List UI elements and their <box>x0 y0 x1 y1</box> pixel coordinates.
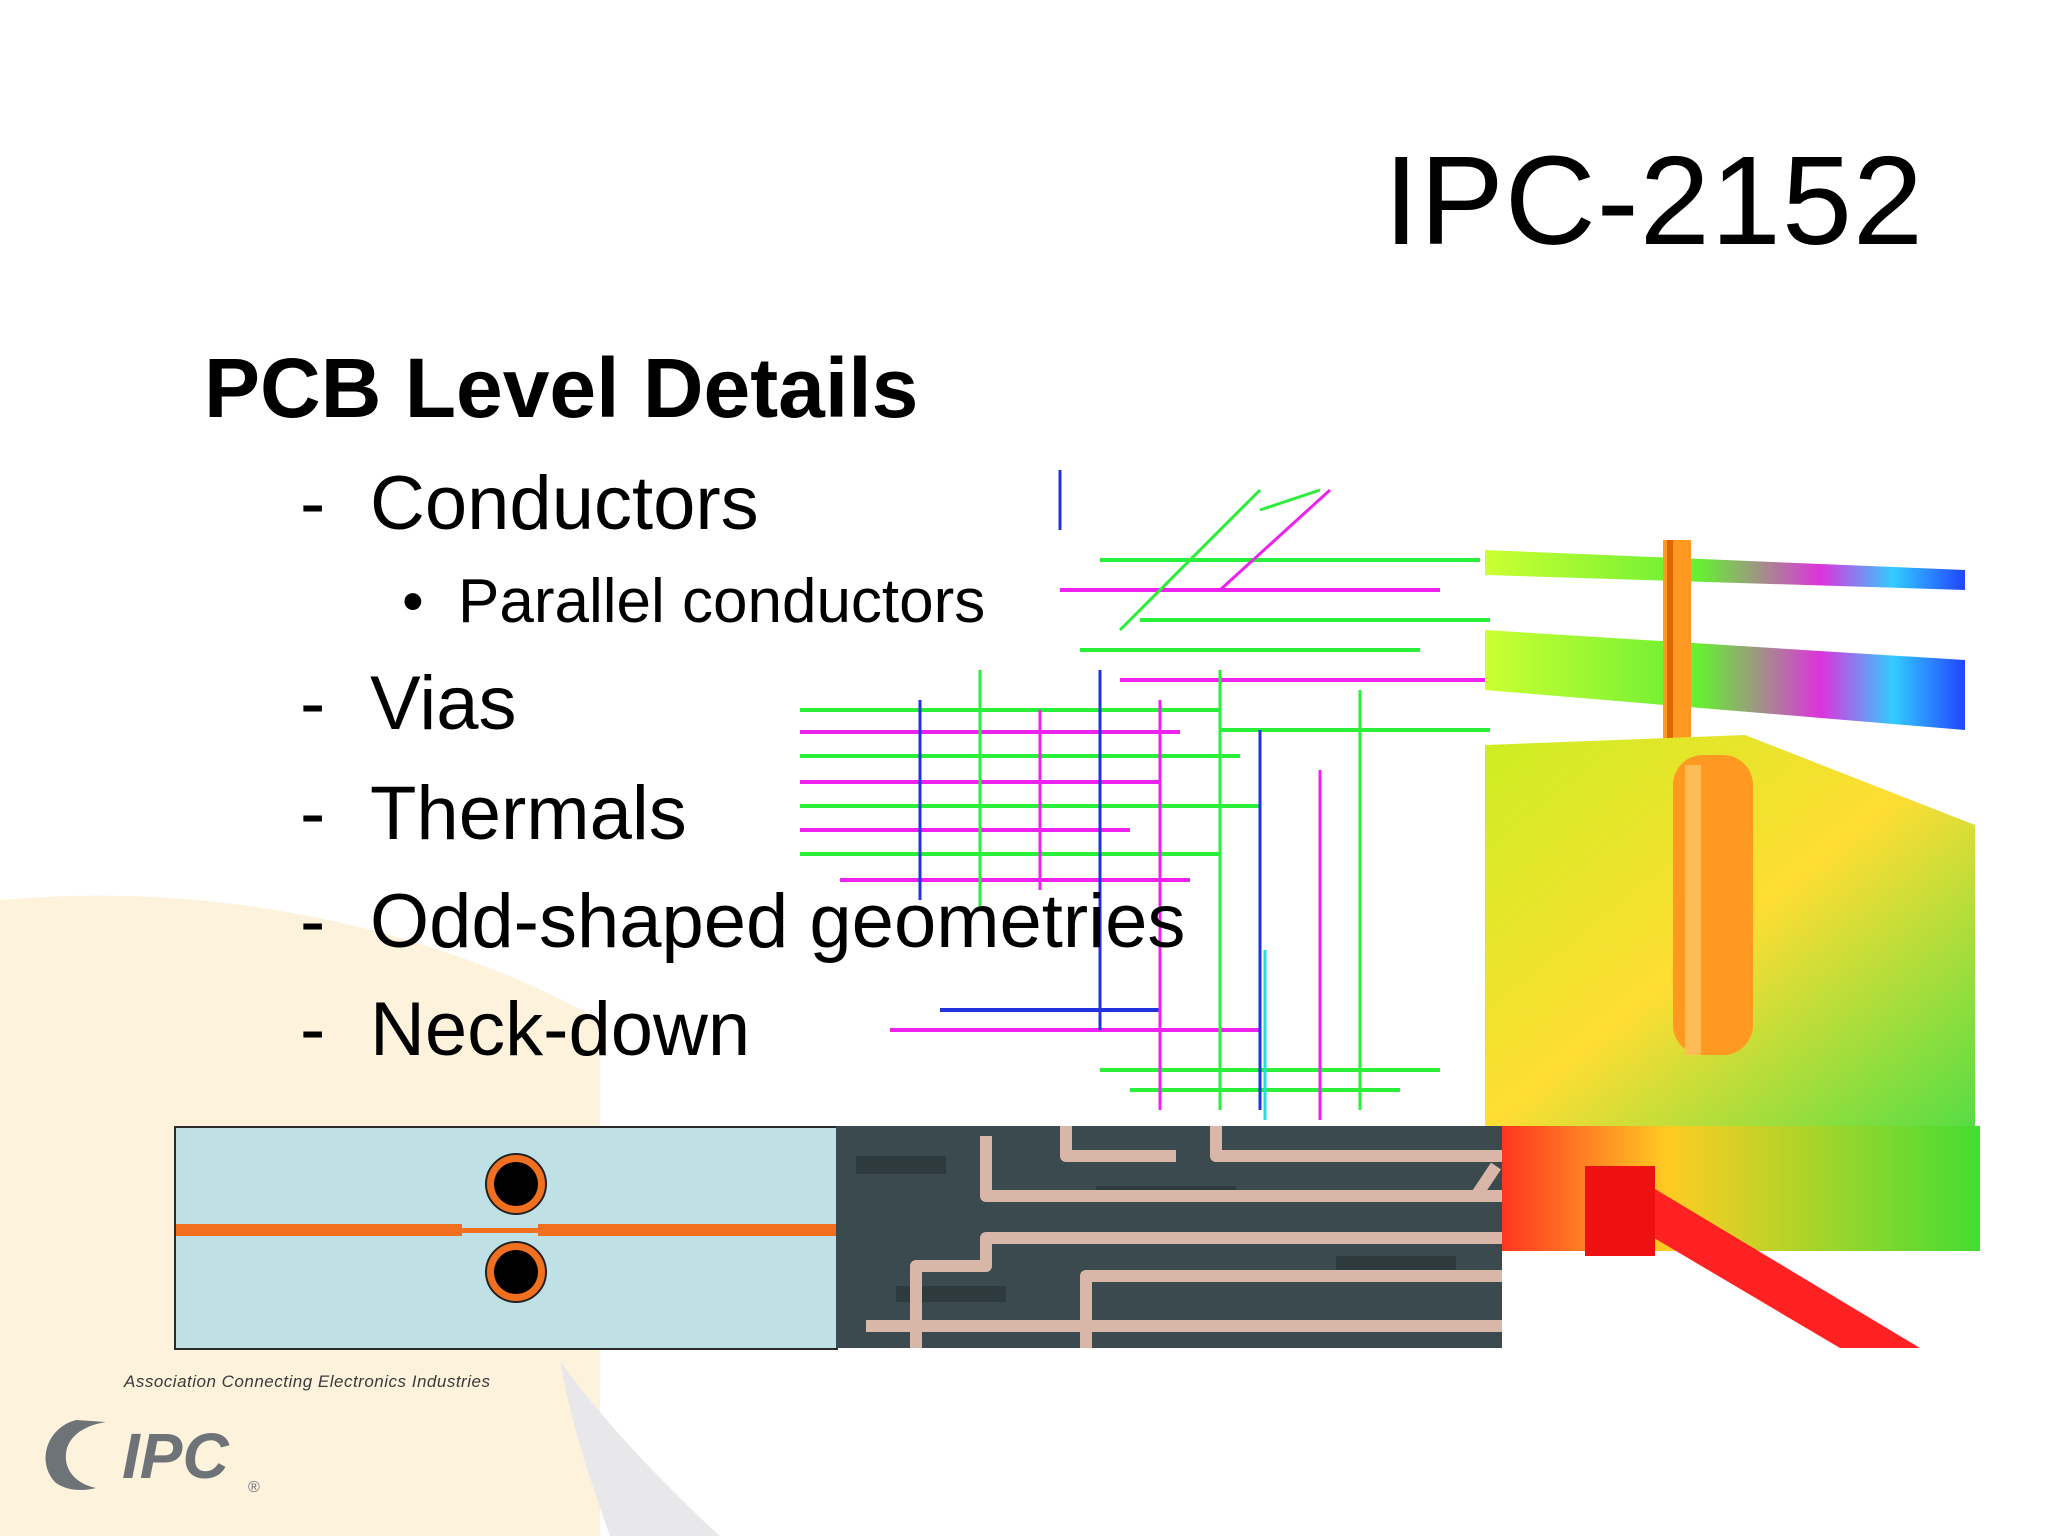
slide-title: IPC-2152 <box>1383 130 1924 271</box>
bullet-thermals: -Thermals <box>300 771 687 856</box>
ipc-logo-text: IPC <box>122 1420 229 1492</box>
ipc-logo: IPC ® <box>45 1420 260 1496</box>
bullet-parallel-conductors: •Parallel conductors <box>402 567 986 636</box>
bullet-neck-down: -Neck-down <box>300 987 751 1072</box>
bullet-vias: -Vias <box>300 661 517 746</box>
thermal-sim-neckdown-image <box>1500 1126 1980 1348</box>
pcb-routing-artwork <box>800 470 1490 1120</box>
thermal-sim-via-image <box>1485 735 1975 1130</box>
neck-down-trace-drawing <box>172 1153 838 1303</box>
association-tagline: Association Connecting Electronics Indus… <box>124 1372 491 1391</box>
section-heading: PCB Level Details <box>204 341 919 435</box>
neck-down-diagram <box>172 1126 838 1350</box>
thermal-sim-top-image <box>1485 540 1965 745</box>
pcb-trace-photo <box>836 1126 1502 1348</box>
bullet-odd-shaped-geometries: -Odd-shaped geometries <box>300 879 1186 964</box>
registered-mark: ® <box>248 1479 260 1496</box>
bullet-conductors: -Conductors <box>300 461 759 546</box>
